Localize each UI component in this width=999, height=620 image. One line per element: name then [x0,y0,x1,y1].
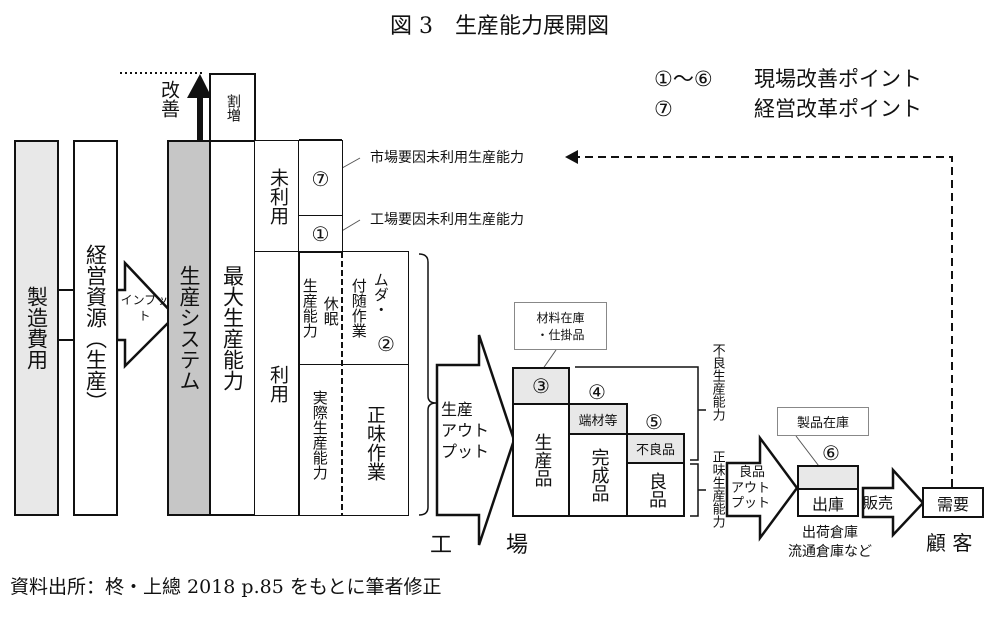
label: 材料在庫 [536,311,585,325]
net-work-label: 正味作業 [363,405,386,481]
page-title: 図 3 生産能力展開図 [390,14,609,39]
dormant-capacity-label: 生産能力 [300,278,319,338]
defect-capacity-label: 不良生産能力 [709,343,725,421]
manufacturing-cost-box: 製造費用 [14,140,59,516]
point-1: ① [311,222,330,246]
factory-unused-label: 工場要因未利用生産能力 [370,212,524,228]
scrap-box: 端材等 [568,403,628,435]
production-output-label: 生産アウトプット [441,400,489,462]
market-unused-label: 市場要因未利用生産能力 [370,150,524,166]
actual-capacity-label: 実際生産能力 [310,390,329,480]
label: 最大生産能力 [220,265,245,391]
sales-arrow [861,466,925,539]
point-6: ⑥ [822,441,840,465]
label: 割増 [224,93,241,122]
label: アウト [441,420,490,440]
defect-box: 不良品 [626,433,685,464]
dormant-label: 休眠 [321,296,340,326]
label: 流通倉庫など [788,543,872,560]
source-note: 資料出所：柊・上總 2018 p.85 をもとに筆者修正 [10,576,442,598]
production-output-arrow [435,334,516,546]
max-capacity-box: 最大生産能力 [209,140,256,516]
legend-mark: ⑦ [654,97,673,121]
point-1-box: ① [298,215,343,253]
label: 利用 [266,364,289,403]
label: アウト [731,480,771,496]
product-stock-callout: 製品在庫 [777,407,869,436]
production-system-box: 生産システム [167,140,211,516]
good-output-arrow [725,434,799,542]
net-capacity-label: 正味生産能力 [709,450,725,528]
point-5: ⑤ [645,410,663,434]
defect-bracket [575,366,706,461]
factory-label-ba: 場 [506,533,529,558]
label: 生産品 [531,433,553,487]
label: 良品 [739,465,766,480]
capacity-breakdown [298,251,409,516]
finished-goods-box: 完成品 [568,433,628,517]
sales-label: 販売 [862,494,893,512]
label: 良品 [645,471,667,508]
input-label: インプット [120,293,169,323]
label: 製造費用 [24,286,49,370]
label: 出荷倉庫 [802,525,858,541]
legend: ①～⑥ 現場改善ポイント ⑦ 経営改革ポイント [654,63,922,123]
divider [298,364,409,365]
improve-label: 改善 [157,80,180,118]
shipping-box: 出庫 [797,488,859,517]
customer-label: 顧 客 [926,531,973,555]
label: プット [441,441,490,461]
legend-label: 現場改善ポイント [754,67,922,91]
brace [418,253,437,516]
feedback-arrow-head [565,150,578,164]
used-box: 利用 [254,251,300,516]
label: プット [731,496,771,512]
label: 生産システム [177,265,202,391]
incidental-work-label: 付随作業 [349,278,368,338]
point-4: ④ [588,380,606,404]
net-bracket [690,463,706,517]
premium-box: 割増 [209,73,256,142]
muda-label: ムダ・ [371,272,390,317]
label: 生産 [441,400,474,419]
legend-mark: ①～⑥ [654,67,713,91]
point-2: ② [377,332,395,356]
demand-box: 需要 [922,487,984,518]
point-3: ③ [532,374,550,398]
materials-wip-callout: 材料在庫・仕掛品 [514,302,607,350]
point-6-box [797,465,859,490]
point-7-box: ⑦ [298,140,343,217]
improve-arrow-head [187,74,212,98]
point-3-box: ③ [512,367,570,405]
point-7: ⑦ [311,166,330,191]
warehouse-label: 出荷倉庫流通倉庫など [770,524,890,562]
input-arrow [115,259,177,370]
label: 経営資源（生産） [83,244,108,412]
good-products-box: 良品 [626,462,685,517]
legend-label: 経営改革ポイント [754,97,922,121]
products-box: 生産品 [512,403,570,517]
label: 完成品 [588,448,610,502]
demand-feedback-dashed-line [575,156,953,487]
factory-label-ko: 工 [430,533,453,558]
management-resources-box: 経営資源（生産） [73,140,118,516]
label: ・仕掛品 [536,328,585,342]
label: 未利用 [266,168,289,225]
good-output-label: 良品アウトプット [731,465,770,512]
unused-box: 未利用 [254,140,300,253]
